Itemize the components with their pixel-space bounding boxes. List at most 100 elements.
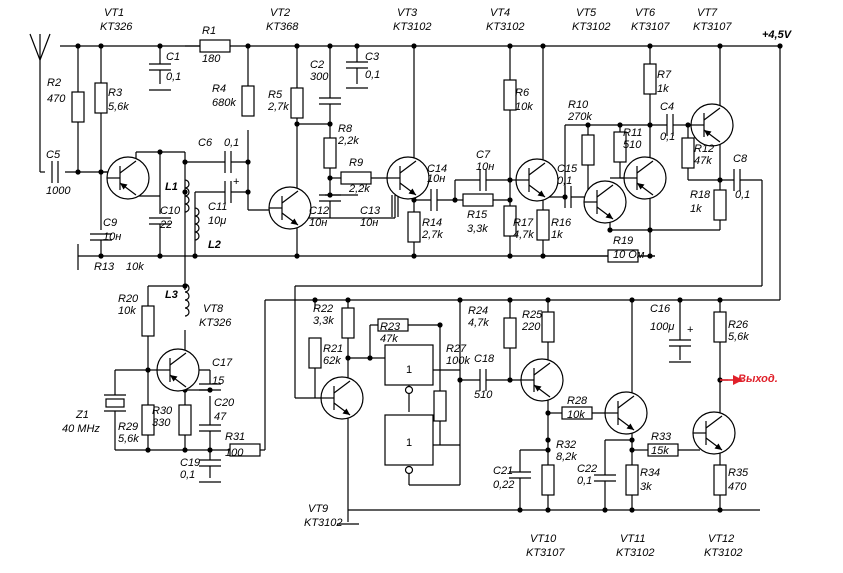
- junction-dot: [507, 377, 513, 383]
- ref-C10: C10: [160, 205, 181, 217]
- junction-dot: [717, 177, 723, 183]
- junction-dot: [157, 43, 163, 49]
- junction-dot: [647, 43, 653, 49]
- transistor-type-VT10: KT3107: [526, 547, 565, 559]
- value-R7: 1k: [657, 83, 669, 95]
- value-R3: 5,6k: [108, 101, 129, 113]
- transistor-ref-VT3: VT3: [397, 7, 418, 19]
- resistor-R32: [541, 464, 555, 496]
- ref-R21: R21: [323, 343, 343, 355]
- ref-R34: R34: [640, 467, 660, 479]
- junction-dot: [777, 43, 783, 49]
- ref-C21: C21: [493, 465, 513, 477]
- junction-dot: [545, 507, 551, 513]
- transistor-type-VT4: KT3102: [486, 21, 525, 33]
- ref-R14: R14: [422, 217, 442, 229]
- value-R6: 10k: [515, 101, 533, 113]
- transistor-VT2: [268, 186, 312, 230]
- value-R1: 180: [202, 53, 221, 65]
- value-C3: 0,1: [365, 69, 380, 81]
- junction-dot: [245, 43, 251, 49]
- inductor-label-L2: L2: [208, 239, 221, 251]
- value-R10: 270k: [567, 111, 592, 123]
- junction-dot: [629, 507, 635, 513]
- transistor-type-VT8: KT326: [199, 317, 232, 329]
- junction-dot: [182, 189, 188, 195]
- ref-R20: R20: [118, 293, 139, 305]
- ref-R26: R26: [728, 319, 749, 331]
- ref-C4: C4: [660, 101, 674, 113]
- junction-dot: [98, 169, 104, 175]
- transistor-ref-VT6: VT6: [635, 7, 656, 19]
- junction-dot: [545, 410, 551, 416]
- ref-R35: R35: [728, 467, 749, 479]
- junction-dot: [629, 297, 635, 303]
- junction-dot: [629, 437, 635, 443]
- resistor-R8: [323, 137, 337, 169]
- value-R31: 100: [225, 447, 244, 459]
- junction-dot: [647, 122, 653, 128]
- ref-R30: R30: [152, 405, 173, 417]
- junction-dot: [717, 507, 723, 513]
- polarity-C11: +: [233, 176, 239, 188]
- value-C2: 300: [310, 71, 329, 83]
- output-label: Выход.: [738, 373, 778, 385]
- junction-dot: [437, 322, 443, 328]
- polarity-C16: +: [687, 324, 693, 336]
- capacitor-C14: [430, 188, 438, 212]
- junction-dot: [677, 297, 683, 303]
- capacitor-C2: [318, 97, 342, 105]
- ref-R17: R17: [513, 217, 534, 229]
- junction-dot: [507, 197, 513, 203]
- inductor-L1: [184, 179, 190, 213]
- transistor-ref-VT1: VT1: [104, 7, 124, 19]
- ref-R2: R2: [47, 77, 61, 89]
- gate-label-top: 1: [406, 364, 412, 376]
- value-C22: 0,1: [577, 475, 592, 487]
- ref-R7: R7: [657, 69, 672, 81]
- junction-dot: [507, 297, 513, 303]
- transistor-ref-VT11: VT11: [620, 533, 645, 545]
- value-C17: 15: [212, 375, 225, 387]
- transistor-ref-VT2: VT2: [270, 7, 290, 19]
- junction-dot: [617, 122, 623, 128]
- resistor-R21: [308, 337, 322, 369]
- transistor-type-VT2: KT368: [266, 21, 299, 33]
- junction-dot: [157, 253, 163, 259]
- ref-C3: C3: [365, 51, 380, 63]
- supply-label: +4,5V: [762, 29, 793, 41]
- inductor-label-L1: L1: [165, 181, 178, 193]
- ref-R9: R9: [349, 157, 363, 169]
- capacitor-C5: [51, 160, 59, 184]
- junction-dot: [145, 367, 151, 373]
- ref-R31: R31: [225, 431, 245, 443]
- value-C7: 10н: [476, 161, 494, 173]
- ref-R18: R18: [690, 189, 711, 201]
- junction-dot: [367, 355, 373, 361]
- value-C12: 10н: [309, 217, 327, 229]
- junction-dot: [507, 177, 513, 183]
- value-C16: 100μ: [650, 321, 674, 333]
- junction-dot: [345, 355, 351, 361]
- ref-C13: C13: [360, 205, 381, 217]
- value-C6: 0,1: [224, 137, 239, 149]
- junction-dot: [452, 197, 458, 203]
- junction-dot: [327, 43, 333, 49]
- ref-R5: R5: [268, 89, 283, 101]
- value-R5: 2,7k: [267, 101, 289, 113]
- transistor-VT3: [386, 156, 430, 200]
- junction-dot: [629, 447, 635, 453]
- output-arrow: [720, 375, 743, 385]
- junction-dot: [245, 159, 251, 165]
- gate-label-bottom: 1: [406, 437, 412, 449]
- junction-dot: [411, 253, 417, 259]
- inductors: [184, 179, 200, 317]
- resistor-R30: [178, 404, 192, 436]
- value-C14: 10н: [427, 173, 445, 185]
- ref-R16: R16: [551, 217, 572, 229]
- value-C1: 0,1: [166, 71, 181, 83]
- transistor-ref-VT8: VT8: [203, 303, 224, 315]
- value-R34: 3k: [640, 481, 652, 493]
- value-R2: 470: [47, 93, 66, 105]
